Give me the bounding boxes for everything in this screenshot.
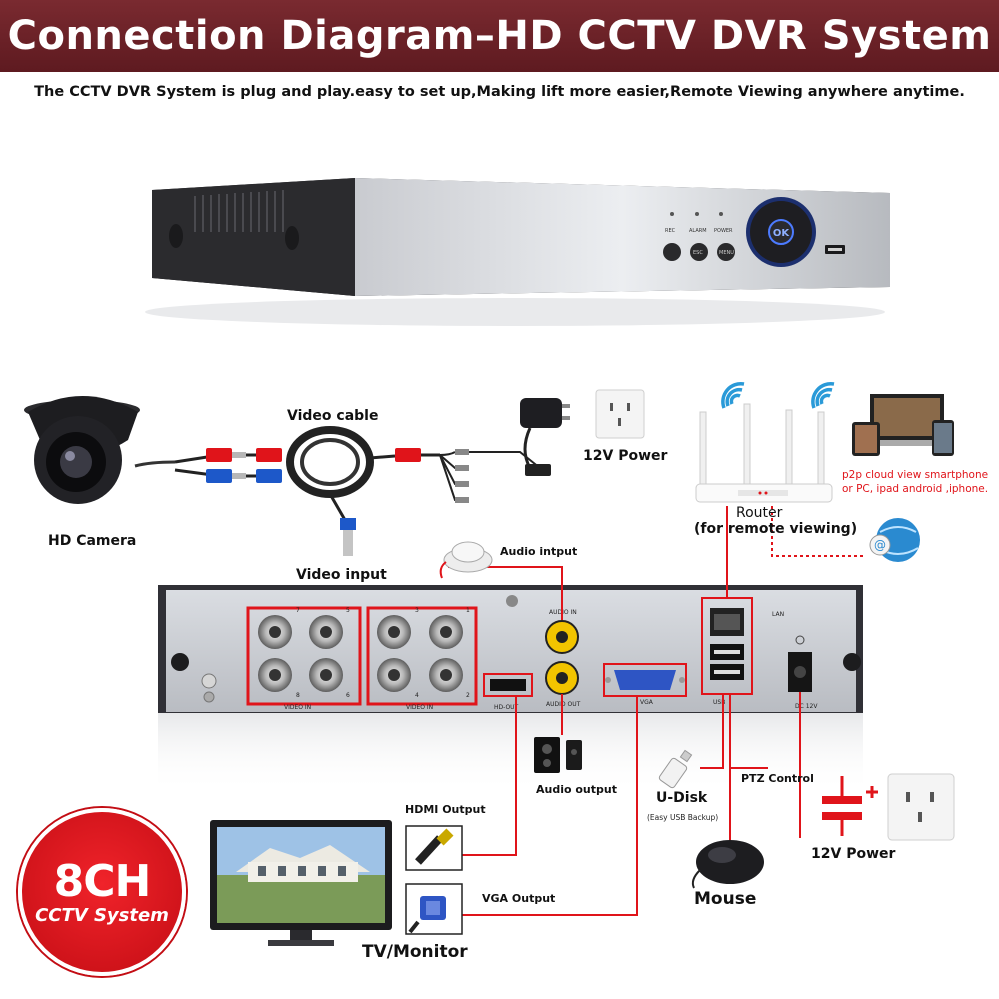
label-hd-camera: HD Camera (48, 533, 137, 549)
channel-number: 7 (296, 607, 300, 614)
channel-number: 3 (415, 607, 419, 614)
label-router: Router (736, 505, 783, 521)
label-ptz-control: PTZ Control (741, 772, 814, 785)
esc-button-label: ESC (693, 250, 703, 256)
usb-flash-drive-icon (658, 749, 693, 789)
indicator-label-alarm: ALARM (689, 228, 707, 234)
channel-number: 6 (346, 692, 350, 699)
microphone-icon (439, 541, 493, 579)
smart-devices-icon (852, 394, 954, 456)
channel-number: 2 (466, 692, 470, 699)
video-in-label: VIDEO IN (406, 704, 433, 711)
label-power-top: 12V Power (583, 448, 668, 464)
wifi-icon (721, 381, 835, 409)
hdmi-port-icon (490, 679, 526, 691)
channel-number: 8 (296, 692, 300, 699)
dc-label: DC 12V (795, 703, 818, 710)
svg-text:@: @ (874, 538, 886, 552)
label-u-disk-note: (Easy USB Backup) (647, 813, 719, 822)
label-hdmi-output: HDMI Output (405, 803, 486, 816)
mouse-icon (691, 840, 764, 889)
page-subtitle: The CCTV DVR System is plug and play.eas… (34, 84, 965, 100)
label-video-cable: Video cable (287, 408, 379, 424)
power-adapter-icon (520, 398, 570, 469)
speaker-icon (534, 737, 582, 773)
vga-cable-icon (408, 896, 446, 934)
label-u-disk: U-Disk (656, 790, 708, 806)
ok-button-label: OK (773, 228, 791, 239)
usb-label: USB (713, 699, 725, 706)
channel-badge: 8CH CCTV System (18, 808, 186, 976)
channel-number: 1 (466, 607, 470, 614)
indicator-label-power: POWER (714, 228, 733, 234)
bnc-connectors (258, 615, 463, 692)
vga-port-icon (614, 670, 676, 690)
internet-globe-icon: @ (869, 518, 920, 562)
dvr-rear-panel (158, 585, 863, 793)
hd-out-label: HD-OUT (494, 704, 519, 711)
label-mouse: Mouse (694, 889, 757, 909)
wall-outlet-icon (887, 773, 955, 841)
label-audio-input: Audio intput (500, 545, 578, 558)
video-in-label: VIDEO IN (284, 704, 311, 711)
wall-outlet-icon (595, 389, 645, 439)
badge-system-label: CCTV System (35, 904, 169, 926)
badge-channel-count: 8CH (53, 855, 152, 907)
label-video-input: Video input (296, 567, 387, 583)
audio-out-label: AUDIO OUT (546, 701, 581, 708)
tv-monitor-icon (210, 820, 392, 946)
label-vga-output: VGA Output (482, 892, 556, 905)
label-cloud-note: p2p cloud view smartphone or PC, ipad an… (842, 469, 989, 495)
label-router-note: (for remote viewing) (694, 521, 858, 537)
channel-number: 4 (415, 692, 419, 699)
menu-button-label: MENU (719, 250, 734, 256)
lan-label: LAN (772, 611, 784, 618)
channel-number: 5 (346, 607, 350, 614)
dc-power-symbol-icon (822, 776, 878, 836)
header-banner: Connection Diagram–HD CCTV DVR System (0, 0, 999, 72)
label-tv-monitor: TV/Monitor (362, 942, 468, 962)
vga-label: VGA (640, 699, 654, 706)
indicator-label-rec: REC (665, 228, 676, 234)
router-icon (695, 403, 833, 503)
page-title: Connection Diagram–HD CCTV DVR System (7, 13, 992, 59)
dvr-front-unit (145, 178, 890, 326)
label-audio-output: Audio output (536, 783, 617, 796)
label-power-bottom: 12V Power (811, 846, 896, 862)
dome-camera-icon (24, 396, 140, 504)
hdmi-cable-icon (415, 828, 454, 865)
rca-audio-jacks (545, 620, 579, 695)
video-cable-icon (134, 426, 551, 556)
